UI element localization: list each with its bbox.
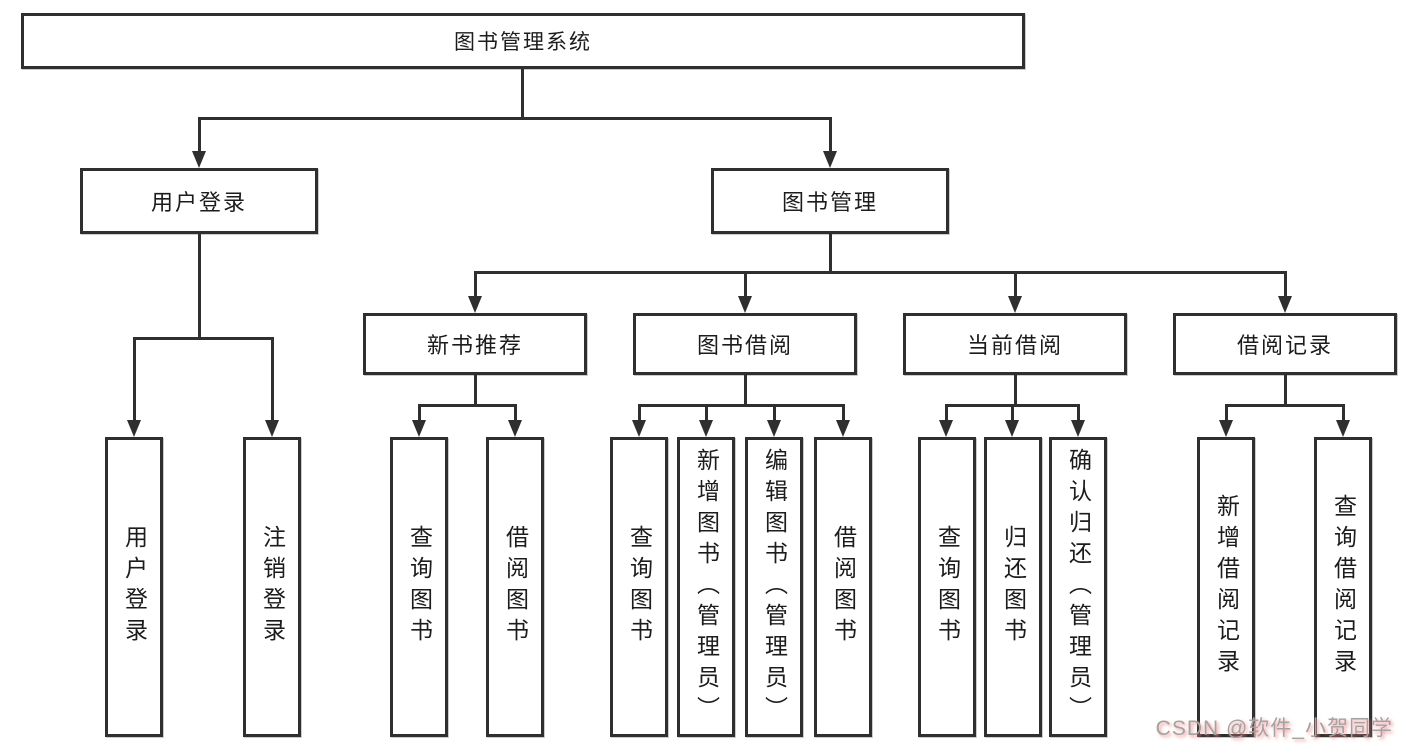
node-label: 新书推荐 — [426, 333, 523, 358]
node-label: 新增借阅记录 — [1213, 494, 1240, 680]
arrow-down-icon — [1005, 420, 1019, 437]
node-query-books-recommend: 查询图书 — [390, 437, 448, 737]
node-label: 图书借阅 — [696, 333, 793, 358]
arrow-down-icon — [699, 420, 713, 437]
node-label: 当前借阅 — [966, 333, 1063, 358]
connector-drop — [514, 404, 517, 421]
node-book-borrowing: 图书借阅 — [633, 313, 857, 375]
node-book-management: 图书管理 — [711, 168, 949, 234]
connector-rail — [418, 404, 517, 407]
node-borrow-books-recommend: 借阅图书 — [486, 437, 544, 737]
connector-drop — [945, 404, 948, 421]
node-label: 编辑图书（管理员） — [761, 447, 788, 727]
node-label: 新增图书（管理员） — [693, 447, 720, 727]
connector-drop — [198, 117, 201, 152]
node-confirm-return-admin: 确认归还（管理员） — [1049, 437, 1107, 737]
connector-drop — [474, 271, 477, 297]
node-label: 用户登录 — [150, 190, 247, 215]
node-label: 查询图书 — [934, 525, 961, 649]
arrow-down-icon — [1278, 296, 1292, 313]
node-label: 查询借阅记录 — [1330, 494, 1357, 680]
node-query-books-borrow: 查询图书 — [610, 437, 668, 737]
node-label: 查询图书 — [406, 525, 433, 649]
arrow-down-icon — [127, 420, 141, 437]
node-label: 借阅记录 — [1236, 333, 1333, 358]
connector-drop — [1225, 404, 1228, 421]
node-new-book-recommendation: 新书推荐 — [363, 313, 587, 375]
node-library-management-system: 图书管理系统 — [21, 13, 1025, 69]
node-edit-books-admin: 编辑图书（管理员） — [745, 437, 803, 737]
arrow-down-icon — [1071, 420, 1085, 437]
connector-drop — [1014, 271, 1017, 297]
connector-root-stub — [521, 69, 524, 118]
node-label: 用户登录 — [121, 525, 148, 649]
arrow-down-icon — [265, 420, 279, 437]
csdn-watermark: CSDN @软件_小贺同学 — [1155, 717, 1393, 740]
arrow-down-icon — [508, 420, 522, 437]
node-user-login: 用户登录 — [105, 437, 163, 737]
node-query-books-current: 查询图书 — [918, 437, 976, 737]
connector-stub — [1284, 375, 1287, 405]
connector-drop — [829, 117, 832, 152]
arrow-down-icon — [836, 420, 850, 437]
connector-drop — [773, 404, 776, 421]
node-label: 借阅图书 — [830, 525, 857, 649]
connector-rail — [1225, 404, 1345, 407]
node-label: 归还图书 — [1000, 525, 1027, 649]
node-query-borrow-record: 查询借阅记录 — [1314, 437, 1372, 737]
arrow-down-icon — [939, 420, 953, 437]
node-current-borrowing: 当前借阅 — [903, 313, 1127, 375]
arrow-down-icon — [738, 296, 752, 313]
connector-user-login-stub — [198, 234, 201, 338]
connector-rail — [638, 404, 845, 407]
connector-stub — [1014, 375, 1017, 405]
arrow-down-icon — [823, 151, 837, 168]
connector-drop — [1284, 271, 1287, 297]
arrow-down-icon — [1336, 420, 1350, 437]
arrow-down-icon — [1008, 296, 1022, 313]
connector-drop — [705, 404, 708, 421]
connector-drop — [842, 404, 845, 421]
connector-drop — [1342, 404, 1345, 421]
arrow-down-icon — [192, 151, 206, 168]
node-add-borrow-record: 新增借阅记录 — [1197, 437, 1255, 737]
connector-level2-rail — [198, 117, 832, 120]
node-return-books: 归还图书 — [984, 437, 1042, 737]
node-label: 查询图书 — [626, 525, 653, 649]
node-label: 图书管理系统 — [454, 31, 592, 54]
connector-user-login-rail — [133, 337, 274, 340]
node-label: 确认归还（管理员） — [1065, 447, 1092, 727]
arrow-down-icon — [468, 296, 482, 313]
node-label: 注销登录 — [259, 525, 286, 649]
arrow-down-icon — [632, 420, 646, 437]
connector-level3-rail — [474, 271, 1287, 274]
arrow-down-icon — [1219, 420, 1233, 437]
node-borrow-books: 借阅图书 — [814, 437, 872, 737]
connector-stub — [744, 375, 747, 405]
node-label: 借阅图书 — [502, 525, 529, 649]
connector-drop — [1011, 404, 1014, 421]
node-add-books-admin: 新增图书（管理员） — [677, 437, 735, 737]
connector-drop — [1077, 404, 1080, 421]
connector-drop — [133, 337, 136, 421]
arrow-down-icon — [767, 420, 781, 437]
connector-book-mgmt-stub — [829, 234, 832, 272]
connector-drop — [638, 404, 641, 421]
connector-drop — [418, 404, 421, 421]
node-logout: 注销登录 — [243, 437, 301, 737]
connector-drop — [271, 337, 274, 421]
node-borrowing-records: 借阅记录 — [1173, 313, 1397, 375]
arrow-down-icon — [412, 420, 426, 437]
node-user-login-group: 用户登录 — [80, 168, 318, 234]
connector-stub — [474, 375, 477, 405]
node-label: 图书管理 — [781, 190, 878, 215]
connector-drop — [744, 271, 747, 297]
